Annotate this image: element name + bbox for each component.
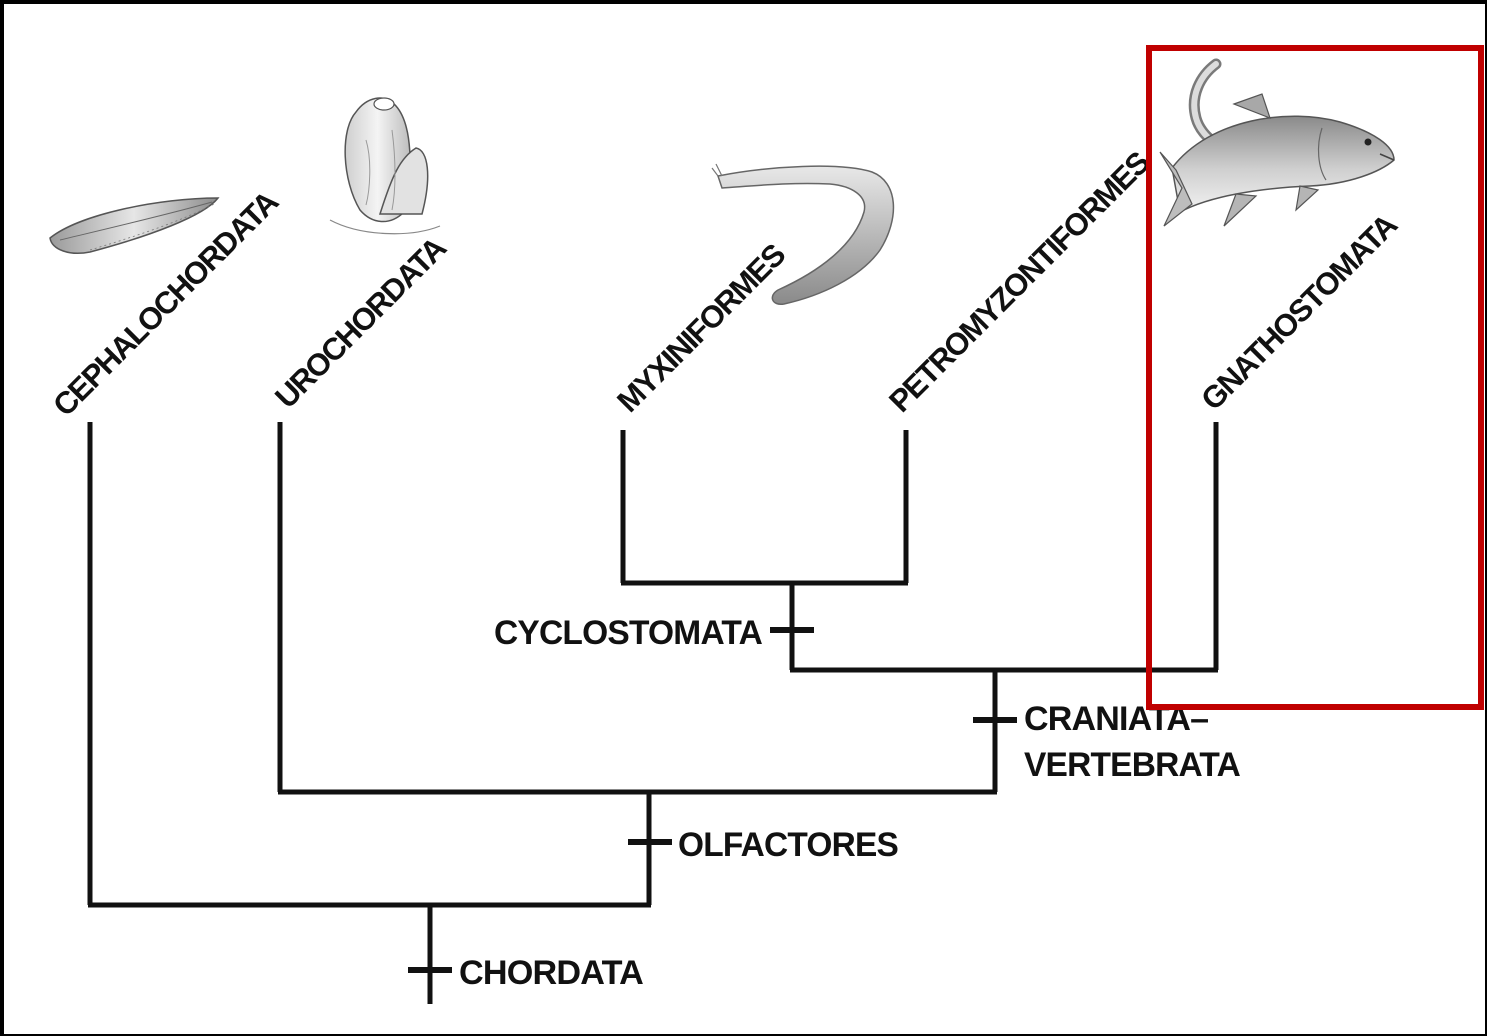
node-label-olfactores: OLFACTORES bbox=[678, 826, 898, 864]
sea-squirt-illustration bbox=[330, 98, 440, 234]
node-label-cyclostomata: CYCLOSTOMATA bbox=[494, 614, 762, 652]
node-ticks bbox=[408, 630, 1017, 970]
node-label-chordata: CHORDATA bbox=[459, 954, 643, 992]
taxon-label-gnathostomata: GNATHOSTOMATA bbox=[1194, 207, 1404, 417]
node-label-vertebrata: VERTEBRATA bbox=[1024, 746, 1240, 784]
taxon-label-petromyzontiformes: PETROMYZONTIFORMES bbox=[882, 145, 1156, 419]
taxon-label-urochordata: UROCHORDATA bbox=[268, 230, 453, 415]
lancelet-illustration bbox=[50, 198, 218, 253]
taxon-label-myxiniformes: MYXINIFORMES bbox=[610, 237, 792, 419]
